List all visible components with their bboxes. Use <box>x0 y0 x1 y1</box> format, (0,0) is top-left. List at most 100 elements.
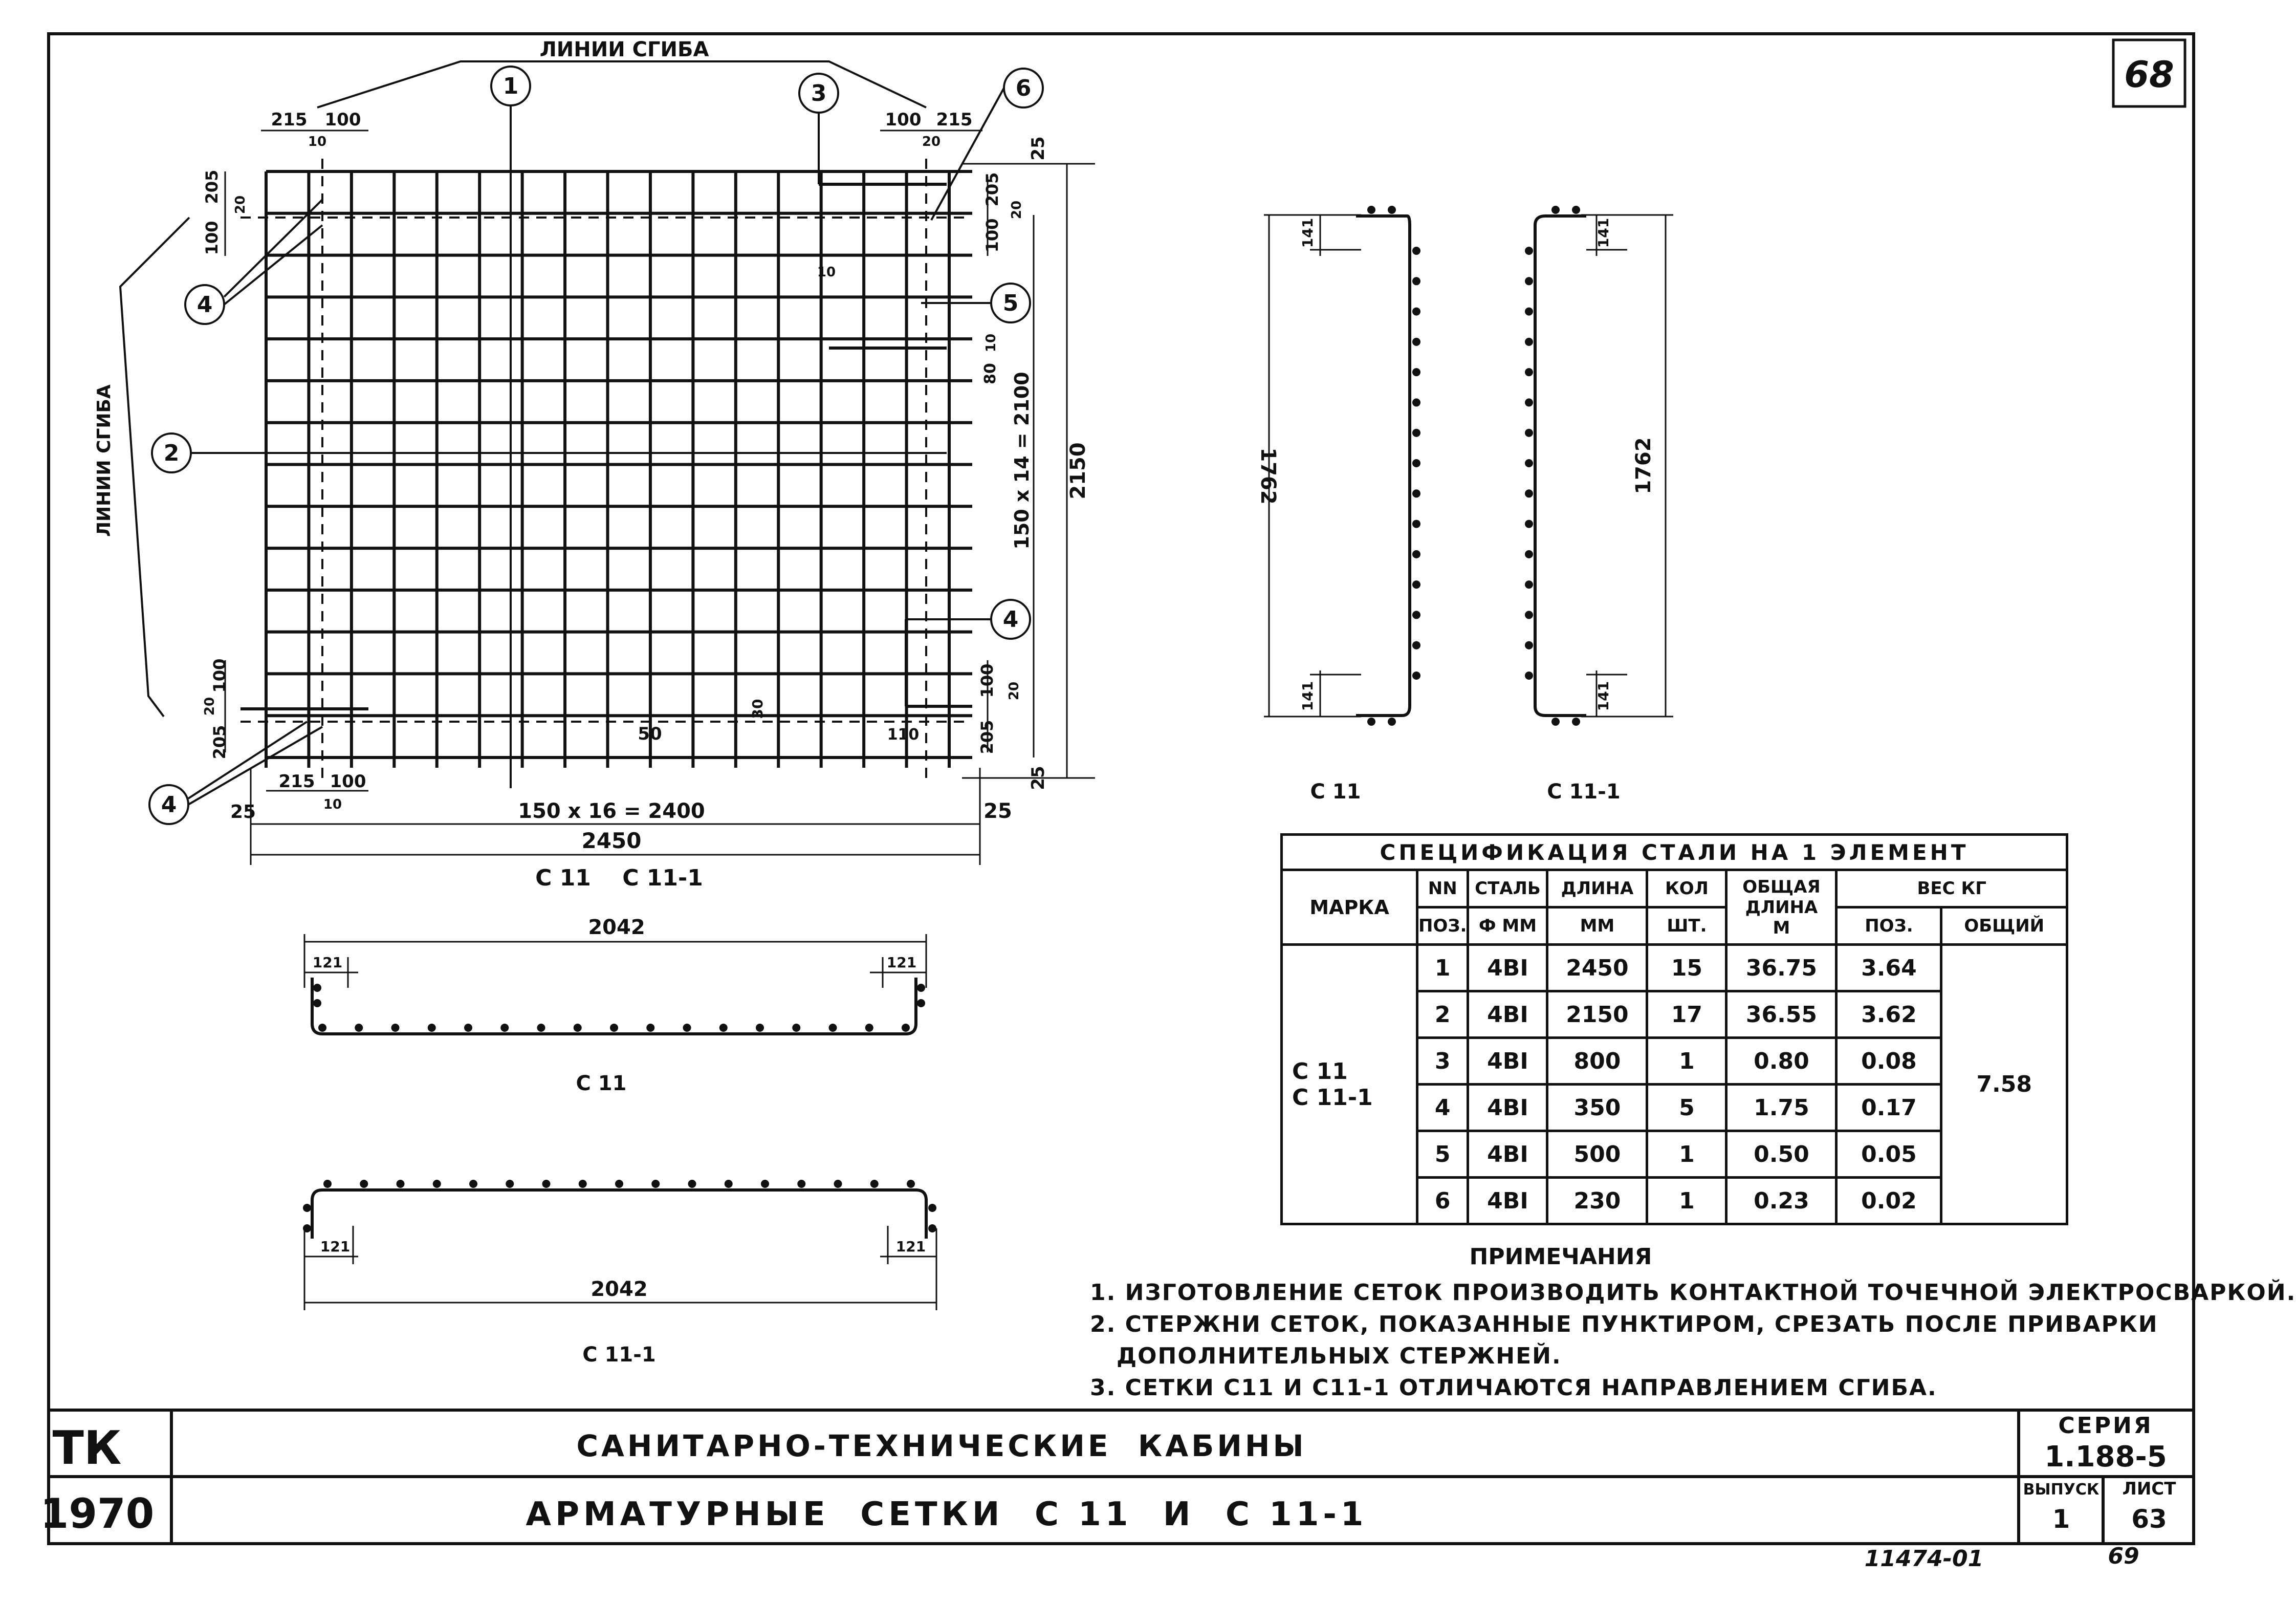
bar-section-dot <box>313 999 321 1007</box>
section-s11-1-label: С 11-1 <box>1547 780 1620 804</box>
bar-section-dot <box>396 1180 405 1188</box>
bar-section-dot <box>1525 672 1533 680</box>
spec-r5-w: 0.05 <box>1835 1130 1943 1179</box>
dim-20-top-right: 20 <box>922 134 941 149</box>
section-s11-end-top: 141 <box>1299 218 1316 248</box>
corner-number: 68 <box>2124 54 2174 96</box>
bar-section-dot <box>1551 718 1560 726</box>
bar-section-dot <box>1412 398 1420 407</box>
callout-4c-label: 4 <box>161 792 177 818</box>
spec-r4-w: 0.17 <box>1835 1083 1943 1132</box>
bar-section-dot <box>303 1204 311 1212</box>
section-s11-1-h-end-left: 121 <box>320 1238 350 1255</box>
dim-edge-left: 25 <box>230 802 256 822</box>
bar-section-dot <box>1412 550 1420 558</box>
steel-spec-table: СПЕЦИФИКАЦИЯ СТАЛИ НА 1 ЭЛЕМЕНТ МАРКА NN… <box>1280 833 2068 1225</box>
dim-100-top-right: 100 <box>885 110 922 130</box>
spec-r4-pos: 4 <box>1415 1083 1470 1132</box>
corner-number-box <box>2112 38 2186 108</box>
spec-mark-1: С 11 <box>1292 1058 1348 1085</box>
callout-4b-label: 4 <box>1003 607 1019 633</box>
spec-mark: С 11 С 11-1 <box>1280 943 1418 1225</box>
callout-2-label: 2 <box>164 440 180 466</box>
spec-r3-steel: 4BI <box>1467 1036 1549 1086</box>
dim-100-top-left: 100 <box>325 110 361 130</box>
bar-section-dot <box>724 1180 733 1188</box>
spec-r3-qty: 1 <box>1646 1036 1728 1086</box>
plan-title: С 11 С 11-1 <box>535 865 703 891</box>
bar-section-dot <box>1367 206 1375 214</box>
spec-r4-len: 350 <box>1546 1083 1649 1132</box>
bar-section-dot <box>1525 519 1533 528</box>
spec-h-nn: NN <box>1415 869 1470 908</box>
section-s11-end-bottom: 141 <box>1299 681 1316 711</box>
bar-section-dot <box>1412 489 1420 498</box>
spec-r6-qty: 1 <box>1646 1176 1728 1225</box>
callout-3-label: 3 <box>811 80 827 106</box>
dim-total-width: 2450 <box>582 828 642 853</box>
note-line-3: ДОПОЛНИТЕЛЬНЫХ СТЕРЖНЕЙ. <box>1090 1343 1562 1369</box>
spec-h-qty: КОЛ <box>1646 869 1728 908</box>
bar-section-dot <box>1388 718 1396 726</box>
section-s11-1-vertical <box>1534 214 1673 718</box>
dim-edge-bottom-right: 25 <box>1028 766 1048 790</box>
bar-section-dot <box>506 1180 514 1188</box>
bar-section-dot <box>1525 277 1533 286</box>
note-line-4: 3. СЕТКИ С11 И С11-1 ОТЛИЧАЮТСЯ НАПРАВЛЕ… <box>1090 1375 1937 1401</box>
title-sheet-label: ЛИСТ <box>2123 1479 2177 1499</box>
plan-dimensions <box>224 129 1095 865</box>
bar-section-dot <box>683 1024 691 1032</box>
section-s11-1-bars <box>1525 206 1580 726</box>
bar-section-dot <box>542 1180 551 1188</box>
spec-h-total-length-text: ОБЩАЯ ДЛИНА <box>1742 876 1821 918</box>
spec-r5-qty: 1 <box>1646 1130 1728 1179</box>
dim-215-top-right: 215 <box>936 110 973 130</box>
bar-section-dot <box>1572 206 1580 214</box>
spec-r5-pos: 5 <box>1415 1130 1470 1179</box>
spec-r4-qty: 5 <box>1646 1083 1728 1132</box>
dim-100-left-top: 100 <box>202 221 222 255</box>
spec-r1-w: 3.64 <box>1835 943 1943 992</box>
bar-section-dot <box>1525 428 1533 437</box>
bar-section-dot <box>928 1204 936 1212</box>
bar-section-dot <box>1412 641 1420 650</box>
section-s11-bars <box>1367 206 1420 726</box>
title-org: ТК <box>53 1421 122 1475</box>
title-sheet: 63 <box>2131 1504 2167 1534</box>
spec-r1-pos: 1 <box>1415 943 1470 992</box>
title-series: 1.188-5 <box>2044 1440 2167 1474</box>
spec-h-total-length: ОБЩАЯ ДЛИНА М <box>1725 869 1838 946</box>
spec-h-w-total: ОБЩИЙ <box>1940 906 2068 946</box>
spec-r1-len: 2450 <box>1546 943 1649 992</box>
bar-section-dot <box>1525 337 1533 346</box>
spec-r5-steel: 4BI <box>1467 1130 1549 1179</box>
dim-205-right-bottom: 205 <box>977 720 997 754</box>
spec-r6-len: 230 <box>1546 1176 1649 1225</box>
dim-20-right-top: 20 <box>1009 201 1024 219</box>
spec-total-weight: 7.58 <box>1940 943 2068 1225</box>
dim-215-bottom: 215 <box>279 771 315 792</box>
bar-section-dot <box>1525 580 1533 589</box>
bend-line-top-label: ЛИНИИ СГИБА <box>540 38 709 61</box>
bar-section-dot <box>1412 459 1420 467</box>
bar-section-dot <box>907 1180 915 1188</box>
bar-section-dot <box>323 1180 332 1188</box>
spec-r5-total: 0.50 <box>1725 1130 1838 1179</box>
bar-section-dot <box>646 1024 655 1032</box>
bar-section-dot <box>651 1180 660 1188</box>
section-s11-h-label: С 11 <box>576 1072 627 1095</box>
bar-section-dot <box>1412 337 1420 346</box>
bar-section-dot <box>719 1024 728 1032</box>
bar-section-dot <box>761 1180 769 1188</box>
bar-section-dot <box>1367 718 1375 726</box>
bar-section-dot <box>391 1024 400 1032</box>
spec-r2-pos: 2 <box>1415 990 1470 1039</box>
bar-section-dot <box>1525 398 1533 407</box>
bar-section-dot <box>432 1180 441 1188</box>
bar-section-dot <box>792 1024 801 1032</box>
spec-h-w-pos: ПОЗ. <box>1835 906 1943 946</box>
spec-mark-2: С 11-1 <box>1292 1084 1373 1111</box>
spec-r3-len: 800 <box>1546 1036 1649 1086</box>
bar-section-dot <box>756 1024 764 1032</box>
spec-r3-total: 0.80 <box>1725 1036 1838 1086</box>
